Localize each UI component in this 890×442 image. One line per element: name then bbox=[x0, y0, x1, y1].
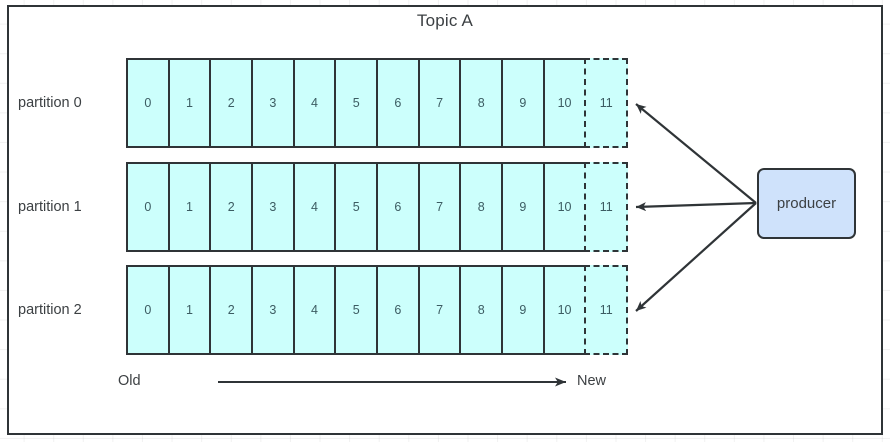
axis-label-old: Old bbox=[118, 373, 141, 389]
message-cell: 5 bbox=[335, 58, 378, 148]
page-title: Topic A bbox=[416, 11, 474, 30]
message-cell: 10 bbox=[543, 58, 585, 148]
message-cell: 3 bbox=[252, 58, 294, 148]
message-cell: 4 bbox=[293, 162, 336, 252]
message-cell: 7 bbox=[418, 58, 461, 148]
partition-label-2: partition 2 bbox=[18, 302, 82, 318]
message-cell: 0 bbox=[126, 58, 169, 148]
message-cell: 9 bbox=[502, 58, 544, 148]
message-cell: 7 bbox=[418, 162, 461, 252]
message-cell: 0 bbox=[126, 162, 169, 252]
pending-message-cell: 11 bbox=[584, 58, 629, 148]
partition-label-0: partition 0 bbox=[18, 95, 82, 111]
message-cell: 10 bbox=[543, 162, 585, 252]
message-cell: 4 bbox=[293, 58, 336, 148]
message-cell: 6 bbox=[377, 162, 419, 252]
message-cell: 8 bbox=[460, 58, 503, 148]
message-cell: 2 bbox=[210, 265, 253, 355]
message-cell: 6 bbox=[377, 265, 419, 355]
message-cell: 4 bbox=[293, 265, 336, 355]
message-cell: 1 bbox=[168, 265, 211, 355]
producer-label: producer bbox=[776, 195, 837, 212]
message-cell: 9 bbox=[502, 162, 544, 252]
message-cell: 1 bbox=[168, 58, 211, 148]
producer-node[interactable]: producer bbox=[757, 168, 856, 239]
message-cell: 2 bbox=[210, 162, 253, 252]
axis-label-new: New bbox=[577, 373, 607, 389]
message-cell: 6 bbox=[377, 58, 419, 148]
pending-message-cell: 11 bbox=[584, 265, 629, 355]
message-cell: 2 bbox=[210, 58, 253, 148]
message-cell: 3 bbox=[252, 265, 294, 355]
message-cell: 8 bbox=[460, 265, 503, 355]
message-cell: 10 bbox=[543, 265, 585, 355]
partition-label-1: partition 1 bbox=[18, 199, 82, 215]
message-cell: 7 bbox=[418, 265, 461, 355]
message-cell: 8 bbox=[460, 162, 503, 252]
pending-message-cell: 11 bbox=[584, 162, 629, 252]
message-cell: 3 bbox=[252, 162, 294, 252]
message-cell: 9 bbox=[502, 265, 544, 355]
message-cell: 1 bbox=[168, 162, 211, 252]
message-cell: 5 bbox=[335, 162, 378, 252]
message-cell: 5 bbox=[335, 265, 378, 355]
message-cell: 0 bbox=[126, 265, 169, 355]
